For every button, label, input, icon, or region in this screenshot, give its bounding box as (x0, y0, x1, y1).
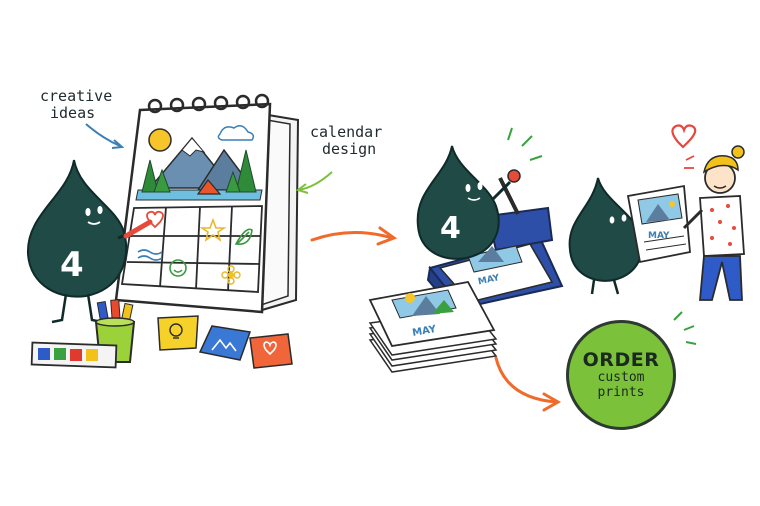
desk-calendar (114, 93, 300, 314)
binder-rings (147, 93, 270, 114)
flow-arrow-right (310, 231, 394, 242)
calendar-landscape-picture (135, 125, 263, 201)
sticky-notes (157, 315, 293, 369)
heart-icon (671, 124, 697, 149)
stack-month-label: MAY (411, 324, 437, 339)
calendar-design-line1: calendar (310, 123, 383, 141)
creative-ideas-label: creative ideas (40, 87, 113, 123)
creative-ideas-line2: ideas (50, 104, 96, 123)
printed-calendar-stack: MAY (368, 280, 498, 373)
calendar-doodles (137, 210, 253, 285)
creative-ideas-line1: creative (40, 87, 113, 105)
drop-character-press: 4 (416, 127, 543, 260)
order-line1: custom (597, 370, 645, 386)
flow-arrow-down (494, 356, 558, 404)
drop-number-press: 4 (440, 211, 461, 246)
calendar-design-line2: design (322, 140, 377, 159)
calendar-design-arrow (297, 171, 333, 191)
calendar-design-label: calendar design (310, 123, 383, 159)
press-calendar-print: MAY (467, 245, 523, 287)
customer-person (682, 145, 745, 301)
drop-character-right (568, 177, 643, 295)
handheld-month-label: MAY (648, 231, 670, 241)
order-title: ORDER (582, 349, 660, 372)
handheld-calendar: MAY (626, 184, 691, 264)
creative-ideas-arrow (85, 123, 121, 147)
drop-number-left: 4 (60, 245, 84, 285)
order-custom-prints-button[interactable]: ORDER custom prints (566, 320, 676, 430)
order-line2: prints (597, 385, 645, 400)
paint-palette (30, 341, 118, 369)
press-month-label: MAY (477, 273, 501, 287)
drop-character-left: 4 (26, 159, 153, 324)
